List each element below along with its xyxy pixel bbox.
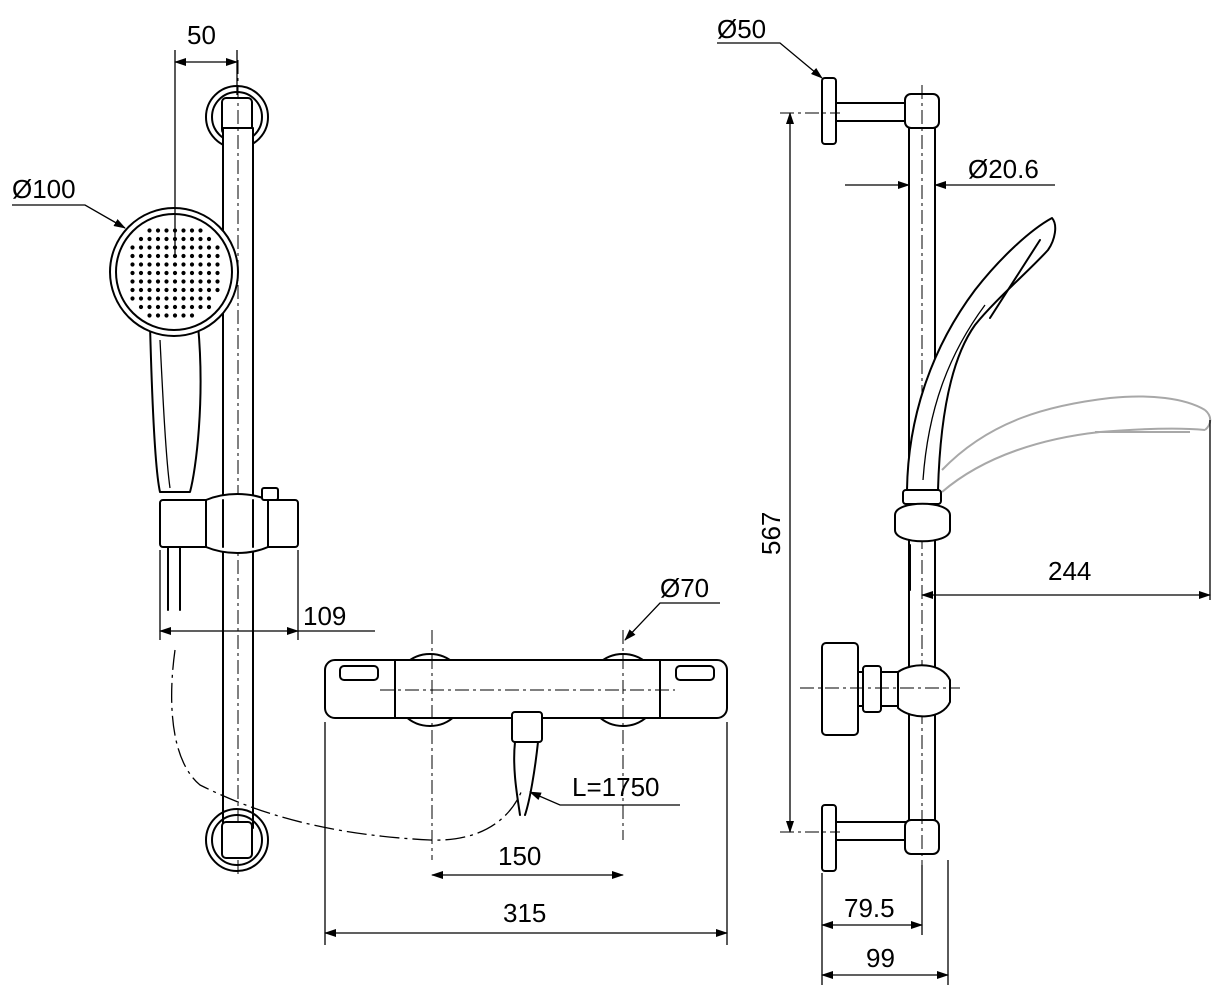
handset-side [906, 217, 1057, 491]
dim-inlet-centres: 150 [498, 841, 541, 871]
dim-holder-projection: 109 [303, 601, 346, 631]
nozzle-pattern [130, 228, 220, 318]
hose-path [170, 649, 523, 841]
shower-holder [159, 487, 299, 611]
dim-flange-diameter: Ø70 [660, 573, 709, 603]
dimension-annotations: 50 Ø100 109 Ø70 L=1750 150 315 Ø50 Ø20.6 [12, 14, 1211, 985]
dim-wall-plate-diameter: Ø50 [717, 14, 766, 44]
dim-hose-length: L=1750 [572, 772, 659, 802]
dim-rail-projection: 79.5 [844, 893, 895, 923]
dim-handset-reach: 244 [1048, 556, 1091, 586]
bottom-wall-bracket [205, 808, 269, 872]
dim-bracket-spacing: 50 [187, 20, 216, 50]
dim-valve-length: 315 [503, 898, 546, 928]
thermostatic-valve [324, 630, 728, 860]
dim-rail-height: 567 [756, 512, 786, 555]
slide-rail [222, 60, 254, 875]
dim-total-projection: 99 [866, 943, 895, 973]
side-view-rail-kit [780, 77, 1212, 872]
handset-alt-position [941, 395, 1212, 493]
side-holder [894, 489, 951, 591]
dim-rail-diameter: Ø20.6 [968, 154, 1039, 184]
valve-side [800, 642, 960, 736]
hand-shower-front [109, 207, 239, 493]
front-view-rail-kit [109, 60, 523, 875]
dim-handset-diameter: Ø100 [12, 174, 76, 204]
